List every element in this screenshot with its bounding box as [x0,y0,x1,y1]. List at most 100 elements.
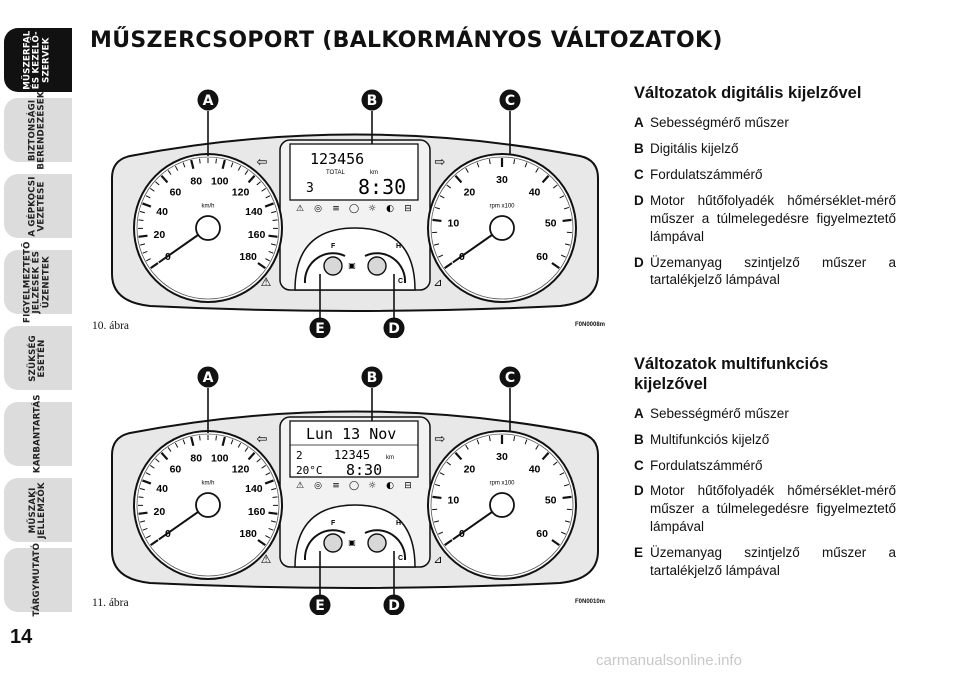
tachometer-tick-label: 30 [496,174,508,186]
callout-letter: A [203,93,214,109]
speedometer-tick [155,458,160,463]
speedometer-tick [257,262,266,270]
speedometer-tick [139,211,145,214]
tachometer-tick [438,254,444,258]
lower-gauges-housing [294,504,416,568]
tachometer-tick [454,174,463,184]
speedometer-tick [261,187,267,192]
speedometer-unit: km/h [201,203,214,209]
speedometer-hub [195,215,221,241]
tachometer-tick [559,472,565,476]
speedometer-tick [199,435,201,441]
tachometer-tick [562,218,572,223]
tab-vezetese[interactable]: A GÉPKOCSI VEZETÉSE [4,174,72,238]
display-odometer: 12345 [334,448,370,462]
section-heading: Változatok digitális kijelzővel [634,84,862,102]
tab-karbantartas[interactable]: KARBANTARTÁS [4,395,72,473]
tachometer-tick [439,472,445,476]
fuel-gauge-hub [323,533,343,553]
tab-muszaki[interactable]: MŰSZAKI JELLEMZŐK [4,478,72,542]
speedometer-tick [237,165,242,171]
speedometer-tick [247,174,256,184]
coolant-gauge-arc [364,252,407,284]
speedometer-tick [270,243,276,246]
tachometer-unit: rpm x100 [489,480,515,486]
speedometer-tick-label: 40 [156,483,168,495]
figure-code: F0N0010m [575,599,606,605]
warning-triangle-icon: ⚠ [261,552,272,566]
tab-szukseg[interactable]: SZÜKSÉG ESETÉN [4,326,72,390]
speedometer-tick [271,488,277,491]
speedometer-tick [150,539,159,547]
tachometer-hub [489,215,515,241]
tachometer-tick [559,195,565,199]
tachometer-tick-label: 50 [545,494,557,506]
coolant-cold-label: C [398,555,403,562]
tachometer-tick [552,184,558,189]
tachometer-tick [444,262,453,270]
tachometer-tick [564,243,570,246]
speedometer-tick [244,447,249,452]
cruise-icon: ⊿ [433,553,442,566]
speedometer-tick-label: 120 [232,463,250,475]
coolant-gauge-hub [367,533,387,553]
tab-muszerfal[interactable]: MŰSZERFAL ÉS KEZELŐ- SZERVEK [4,28,72,92]
tachometer-tick [560,254,566,258]
speedometer-tick [142,527,148,531]
callout-letter: D [388,598,400,614]
speedometer-tick-label: 80 [190,452,202,464]
tab-figyelmezteto[interactable]: FIGYELMEZTETŐ JELZÉSEK ÉS ÜZENETEK [4,241,72,323]
speedometer-tick [256,458,261,463]
tachometer-tick [434,520,440,523]
speedometer-tick [271,211,277,214]
callout-marker [499,89,521,111]
fuel-gauge-arc [303,529,346,561]
tachometer-tick-label: 40 [529,186,541,198]
tab-targymutato[interactable]: TÁRGYMUTATÓ [4,543,72,617]
speedometer-tick [145,535,151,539]
speedometer-tick-label: 20 [154,506,166,518]
tachometer-tick [439,195,445,199]
tachometer-tick [560,531,566,535]
speedometer-tick [174,165,179,171]
display-clock: 8:30 [358,175,406,199]
left-turn-indicator-icon: ⇦ [257,432,268,447]
speedometer-hub [195,492,221,518]
callout-marker [197,89,219,111]
warning-light-icon: ⊟ [404,481,412,491]
display-screen [289,420,419,478]
warning-light-icon: ≡ [332,481,340,491]
instrument-cluster-figure-11: ⇦⇨⚠⊿020406080100120140160180km/h01020304… [111,366,599,615]
tachometer-tick [552,461,558,466]
tab-biztonsagi[interactable]: BIZTONSÁGI BERENDEZÉSEK [4,91,72,169]
callout-letter: A [203,370,214,386]
display-gear: 3 [306,181,314,196]
coolant-gauge-hub [367,256,387,276]
speedometer-tick [167,447,172,452]
tachometer-tick [444,539,453,547]
tachometer-tick-label: 50 [545,217,557,229]
speedometer-tick-label: 140 [245,483,263,495]
speedometer-tick [221,436,226,447]
tachometer-tick [434,206,441,210]
tachometer-dial-ring [430,156,574,300]
callout-marker [309,594,331,615]
speedometer-tick [247,451,256,461]
speedometer-tick [149,187,155,192]
speedometer-tick-label: 140 [245,206,263,218]
speedometer-tick [142,202,152,208]
coolant-hot-label: H [396,243,401,250]
display-clock: 8:30 [346,461,382,479]
warning-light-icon: ◎ [314,481,322,491]
tachometer-tick [488,436,491,442]
speedometer-tick [244,170,249,175]
tachometer-tick-label: 20 [464,186,476,198]
warning-light-icon: ☼ [368,204,376,214]
tachometer-tick [465,444,469,450]
warning-light-icon: ⚠ [296,481,304,491]
